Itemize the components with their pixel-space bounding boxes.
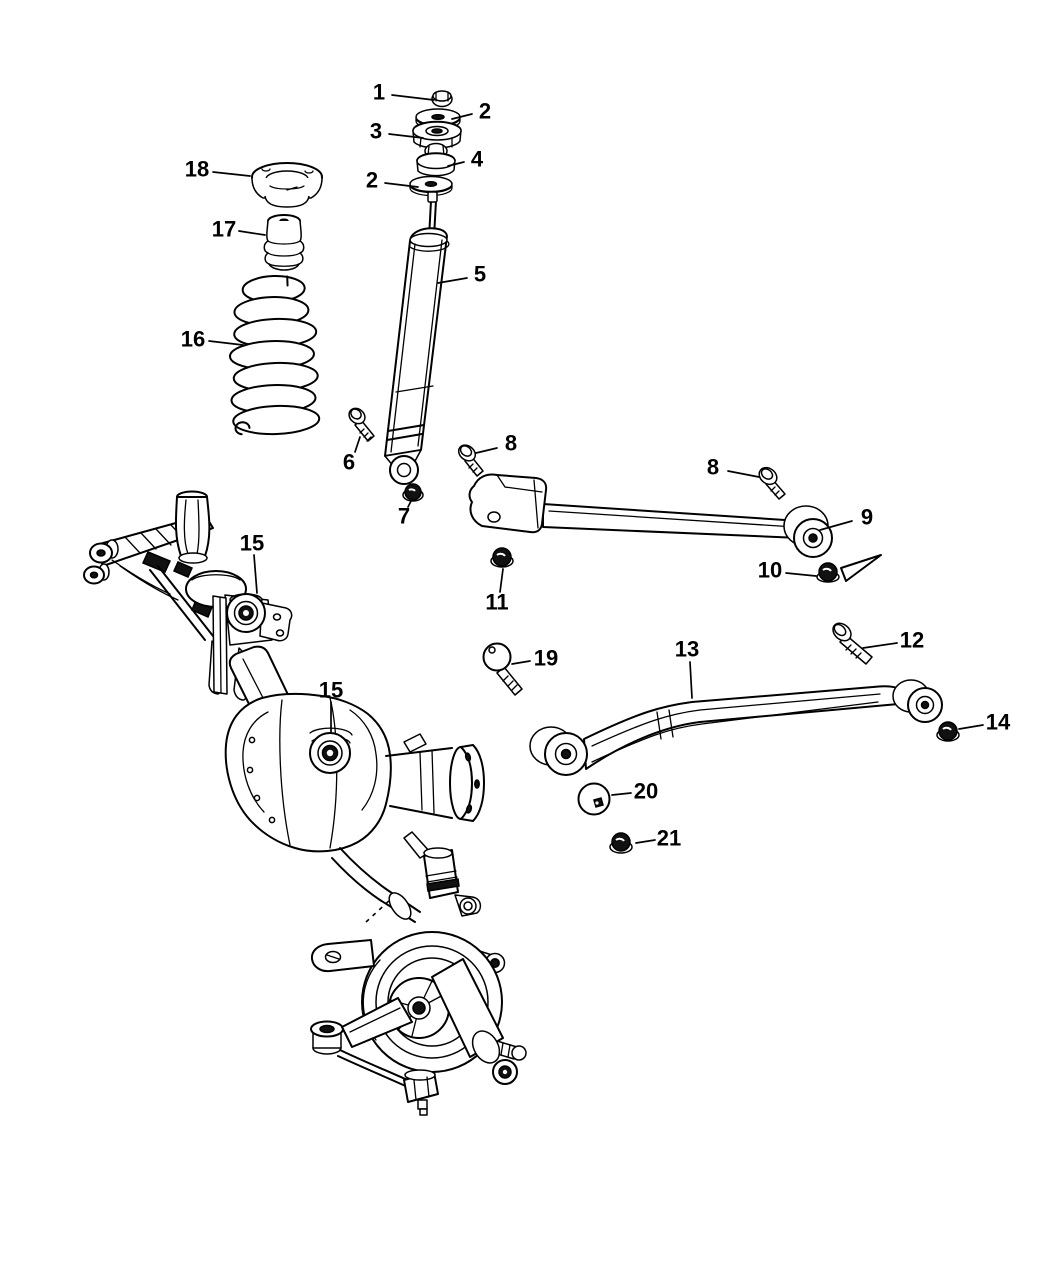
callout-label-lower-washer: 2: [366, 168, 378, 193]
jounce-bumper: [263, 214, 305, 271]
nut-part: [402, 483, 424, 502]
callout-leader-upper-washer: [451, 113, 473, 120]
axle-tube-flange: [385, 733, 485, 822]
callout-leader-axle-bushing-upper: [253, 554, 258, 594]
axle-bushing-lower: [309, 727, 353, 774]
callout-label-upper-arm-nut: 10: [758, 558, 782, 583]
callout-leader-lower-arm-bolt: [862, 642, 898, 649]
callout-leader-upper-control-arm: [819, 520, 853, 531]
nut-with-wedge: [816, 554, 882, 583]
knuckle-top: [403, 831, 482, 917]
bolt-part: [758, 466, 786, 500]
shock-mount-stack: [409, 90, 462, 197]
bracket-tab: [310, 897, 393, 973]
bolt-part: [457, 444, 484, 477]
callout-leader-lower-washer: [384, 182, 419, 188]
grommet-part: [416, 142, 456, 177]
lower-control-arm: [529, 679, 943, 776]
callout-leader-lower-control-arm: [689, 661, 693, 699]
callout-leader-coil-spring: [208, 340, 244, 346]
callout-leader-shock-rod-nut: [391, 94, 435, 101]
callout-label-axle-bushing-lower: 15: [319, 678, 343, 703]
callout-leader-lower-arm-nut: [958, 724, 984, 730]
steering-arm: [310, 997, 439, 1116]
callout-leader-upper-arm-front-nut: [499, 568, 504, 593]
nut-part: [609, 832, 633, 854]
differential-housing: [224, 692, 392, 853]
hub-assembly: [361, 931, 518, 1085]
callout-label-upper-arm-front-nut: 11: [485, 590, 508, 615]
cam-bolt: [482, 642, 523, 696]
callout-label-shock-rod-nut: 1: [373, 80, 385, 105]
bolt-part: [348, 407, 375, 442]
nut-part: [490, 547, 514, 568]
callout-label-shock-retainer: 3: [370, 119, 382, 144]
axle-bushing-upper: [224, 593, 293, 646]
cam-cap: [577, 782, 611, 816]
callout-label-upper-washer: 2: [479, 99, 491, 124]
callout-label-shock-lower-bolt: 6: [343, 450, 355, 475]
callout-label-axle-bushing-upper: 15: [240, 531, 264, 556]
coil-spring: [228, 274, 321, 436]
callout-leader-shock-lower-nut: [407, 498, 413, 508]
washer-part: [409, 175, 453, 197]
spring-isolator: [251, 162, 323, 208]
nut-part: [431, 90, 453, 108]
upper-control-arm: [468, 473, 833, 558]
callout-label-upper-control-arm: 9: [861, 505, 873, 530]
callout-label-shock-absorber: 5: [474, 262, 486, 287]
callout-label-upper-arm-bolt-rear: 8: [707, 455, 719, 480]
callout-leader-cam-cap: [611, 792, 632, 796]
callout-leader-spring-isolator: [212, 171, 251, 177]
callout-label-lower-control-arm: 13: [675, 637, 699, 662]
callout-label-upper-arm-bolt-front: 8: [505, 431, 517, 456]
callout-label-cam-cap: 20: [634, 779, 658, 804]
kingpin-cone: [174, 490, 211, 564]
callout-label-lower-arm-bolt: 12: [900, 628, 924, 653]
callout-leader-shock-absorber: [437, 277, 468, 284]
callout-label-jounce-bumper: 17: [212, 217, 236, 242]
callout-leader-jounce-bumper: [238, 230, 266, 236]
callout-label-cam-nut: 21: [657, 826, 681, 851]
callout-leader-shock-grommet: [447, 161, 465, 167]
callout-leader-upper-arm-bolt-rear: [727, 470, 760, 478]
callout-leader-shock-retainer: [388, 133, 424, 139]
callout-leader-cam-nut: [635, 839, 656, 844]
callout-leader-cam-bolt: [511, 660, 531, 665]
shock-absorber: [384, 191, 450, 485]
callout-label-lower-arm-nut: 14: [986, 710, 1011, 735]
callout-leader-shock-lower-bolt: [354, 436, 361, 453]
callout-label-shock-lower-nut: 7: [398, 504, 410, 529]
axle-assembly: [83, 490, 527, 1116]
callout-leader-upper-arm-nut: [785, 572, 817, 577]
callout-label-coil-spring: 16: [181, 327, 205, 352]
callout-label-cam-bolt: 19: [534, 646, 558, 671]
nut-part: [936, 721, 960, 742]
retainer-part: [412, 120, 462, 149]
callout-label-spring-isolator: 18: [185, 157, 209, 182]
callout-label-shock-grommet: 4: [471, 147, 484, 172]
bolt-part: [832, 622, 873, 665]
callout-leader-upper-arm-bolt-front: [475, 447, 498, 454]
